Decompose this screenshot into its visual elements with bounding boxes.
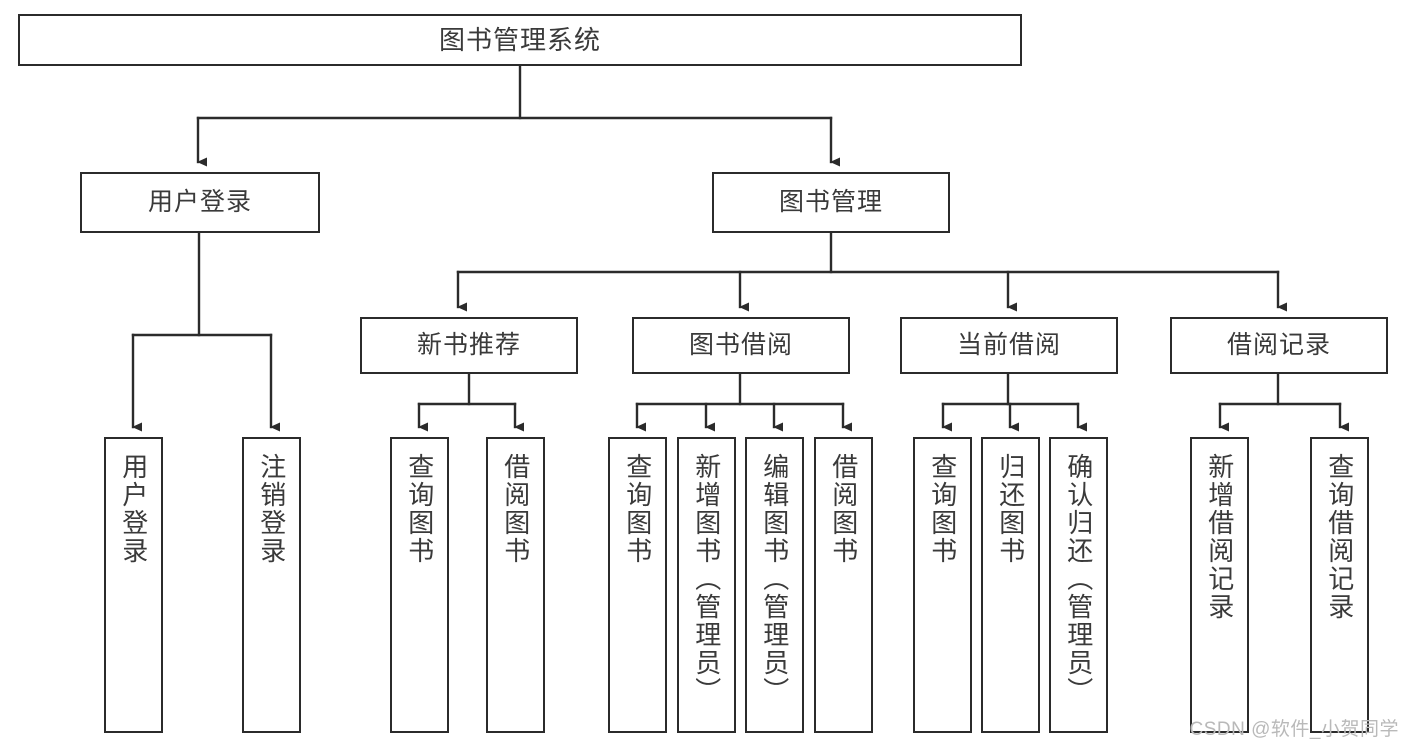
node-label: 用户登录 (118, 453, 149, 565)
leaf-book-borrow-borrow-book[interactable]: 借阅图书 (814, 437, 873, 733)
leaf-current-borrow-confirm-return-admin[interactable]: 确认归还（管理员） (1049, 437, 1108, 733)
csdn-watermark: CSDN @软件_小贺同学 (1189, 719, 1399, 740)
leaf-book-borrow-edit-book-admin[interactable]: 编辑图书（管理员） (745, 437, 804, 733)
leaf-user-login-logout[interactable]: 注销登录 (242, 437, 301, 733)
node-label: 图书借阅 (688, 330, 793, 359)
leaf-current-borrow-return-book[interactable]: 归还图书 (981, 437, 1040, 733)
leaf-new-book-query-book[interactable]: 查询图书 (390, 437, 449, 733)
node-label: 借阅图书 (828, 453, 859, 565)
node-current-borrow[interactable]: 当前借阅 (900, 317, 1118, 374)
node-label: 查询图书 (622, 453, 653, 565)
leaf-book-borrow-query-book[interactable]: 查询图书 (608, 437, 667, 733)
node-label: 新增图书（管理员） (691, 453, 722, 705)
node-label: 编辑图书（管理员） (759, 453, 790, 705)
node-label: 归还图书 (995, 453, 1026, 565)
node-label: 新书推荐 (416, 330, 521, 359)
leaf-borrow-record-query-record[interactable]: 查询借阅记录 (1310, 437, 1369, 733)
node-root-system[interactable]: 图书管理系统 (18, 14, 1022, 66)
leaf-borrow-record-add-record[interactable]: 新增借阅记录 (1190, 437, 1249, 733)
node-label: 查询借阅记录 (1324, 453, 1355, 621)
node-new-book-recommend[interactable]: 新书推荐 (360, 317, 578, 374)
node-label: 查询图书 (927, 453, 958, 565)
node-borrow-record[interactable]: 借阅记录 (1170, 317, 1388, 374)
leaf-book-borrow-add-book-admin[interactable]: 新增图书（管理员） (677, 437, 736, 733)
node-label: 借阅图书 (500, 453, 531, 565)
leaf-new-book-borrow-book[interactable]: 借阅图书 (486, 437, 545, 733)
node-label: 查询图书 (404, 453, 435, 565)
node-label: 借阅记录 (1226, 330, 1331, 359)
node-label: 新增借阅记录 (1204, 453, 1235, 621)
leaf-current-borrow-query-book[interactable]: 查询图书 (913, 437, 972, 733)
node-user-login[interactable]: 用户登录 (80, 172, 320, 233)
node-book-borrow[interactable]: 图书借阅 (632, 317, 850, 374)
node-label: 图书管理系统 (438, 24, 601, 55)
node-label: 用户登录 (147, 187, 252, 216)
node-label: 注销登录 (256, 453, 287, 565)
node-label: 确认归还（管理员） (1063, 453, 1094, 705)
node-book-management[interactable]: 图书管理 (712, 172, 950, 233)
leaf-user-login-login[interactable]: 用户登录 (104, 437, 163, 733)
node-label: 当前借阅 (956, 330, 1061, 359)
node-label: 图书管理 (778, 187, 883, 216)
